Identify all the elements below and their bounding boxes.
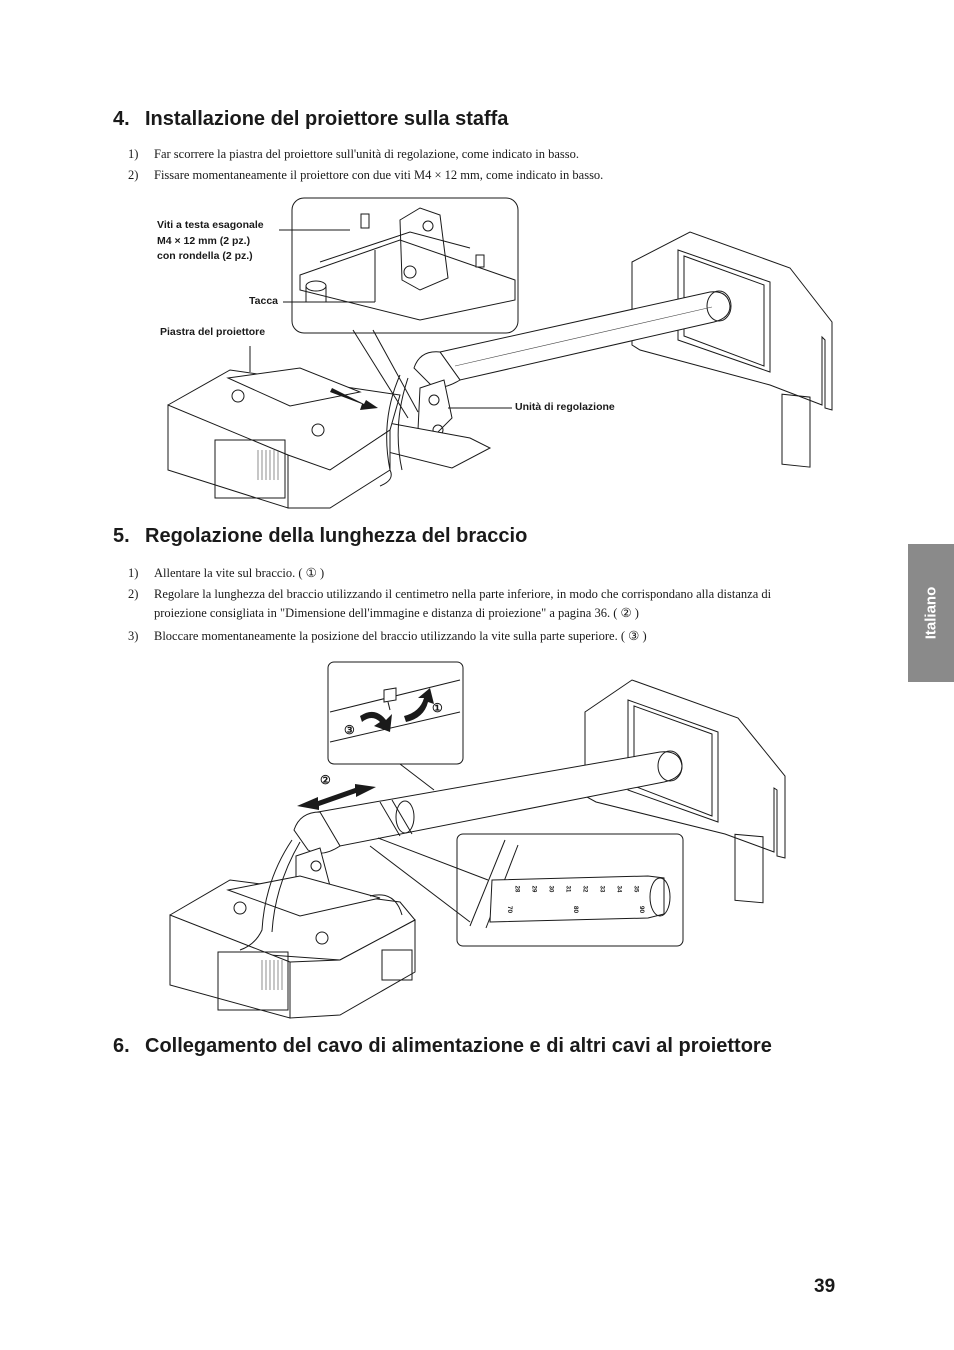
step-text: Allentare la vite sul braccio. ( ① ) [154,566,325,580]
marker-1: ① [432,701,443,715]
language-tab-label: Italiano [922,586,940,640]
step-number: 1) [128,147,139,161]
scale-number: 28 [513,885,520,893]
section-6-heading: 6. Collegamento del cavo di alimentazione… [113,1035,772,1058]
scale-number: 32 [581,885,588,893]
step-text: Bloccare momentaneamente la posizione de… [154,629,647,643]
notch-label: Tacca [249,295,278,307]
screws-label-text: Viti a testa esagonale M4 × 12 mm (2 pz.… [157,219,264,262]
scale-number: 35 [632,885,639,893]
step-number: 3) [128,629,139,643]
screws-label: Viti a testa esagonale M4 × 12 mm (2 pz.… [157,218,264,265]
adjustment-unit-label: Unità di regolazione [515,401,615,413]
scale-number: 33 [598,885,605,893]
section-number: 6. [113,1035,130,1057]
step-number: 2) [128,168,139,182]
scale-bottom-numbers: 70 80 90 [506,906,656,918]
scale-number: 30 [547,885,554,893]
scale-number: 80 [572,905,580,914]
step-text: Fissare momentaneamente il proiettore co… [154,168,604,182]
scale-number: 29 [530,885,537,893]
step-text: Regolare la lunghezza del braccio utiliz… [154,587,772,620]
section-title: Collegamento del cavo di alimentazione e… [145,1035,772,1057]
section-number: 5. [113,525,130,547]
section-4-heading: 4. Installazione del proiettore sulla sta… [113,108,508,131]
section-number: 4. [113,108,130,130]
section-5-heading: 5. Regolazione della lunghezza del bracci… [113,525,527,548]
section-title: Installazione del proiettore sulla staff… [145,108,509,130]
scale-number: 31 [564,885,571,893]
language-tab: Italiano [908,544,954,682]
marker-2: ② [320,773,331,787]
step-text: Far scorrere la piastra del proiettore s… [154,147,580,161]
step-number: 2) [128,587,139,601]
scale-top-numbers: 28 29 30 31 32 33 34 35 [513,886,653,898]
scale-number: 90 [638,905,646,914]
marker-3: ③ [344,723,355,737]
page-number: 39 [814,1276,836,1297]
plate-label: Piastra del proiettore [160,326,266,338]
scale-number: 34 [615,885,622,893]
step-number: 1) [128,566,139,580]
section-title: Regolazione della lunghezza del braccio [145,525,528,547]
scale-number: 70 [506,905,514,914]
